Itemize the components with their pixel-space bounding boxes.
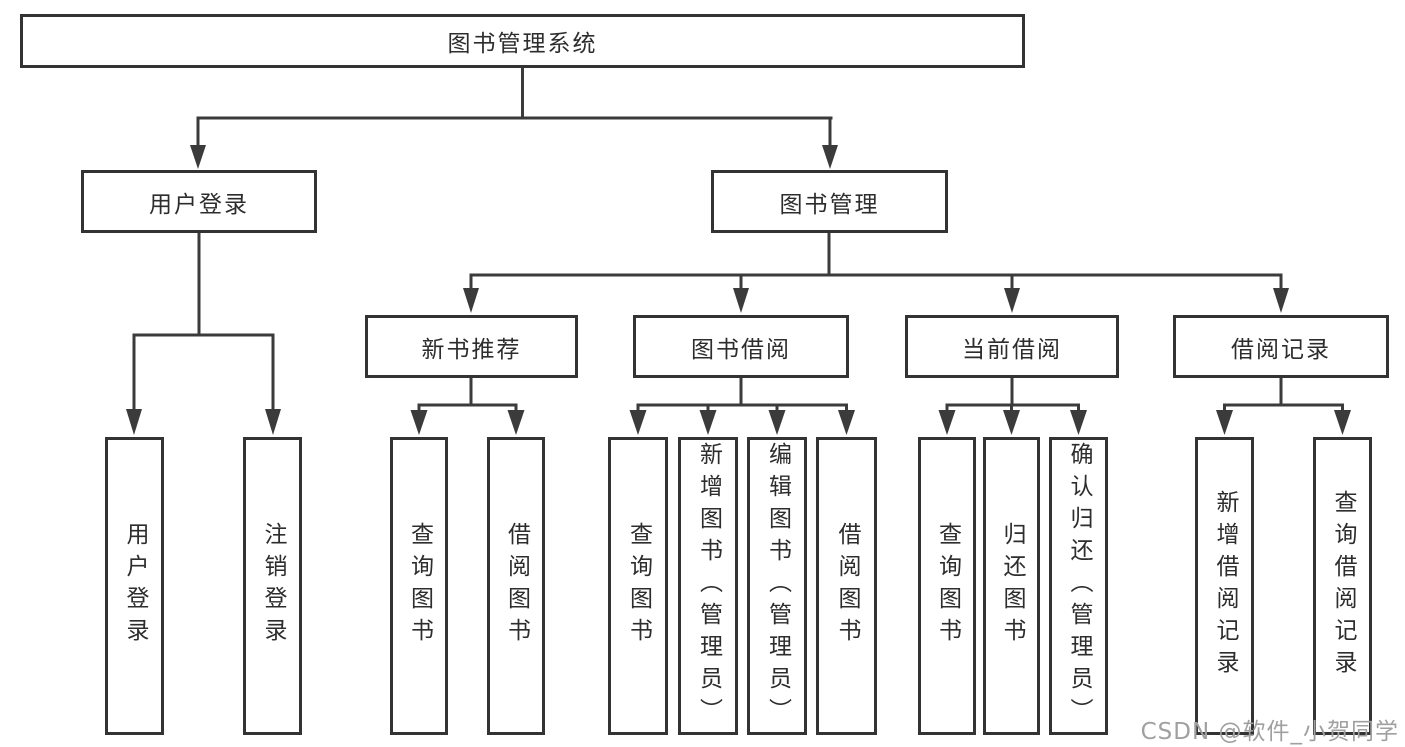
leaf-edit-book-admin: 编辑图书（管理员） [747, 437, 807, 735]
leaf-add-book-admin: 新增图书（管理员） [678, 437, 738, 735]
leaf-user-login: 用户登录 [105, 437, 164, 735]
leaf-borrow-book: 借阅图书 [816, 437, 877, 735]
node-user-login-branch: 用户登录 [81, 170, 317, 233]
leaf-current-query-books: 查询图书 [918, 437, 976, 735]
leaf-confirm-return-admin: 确认归还（管理员） [1049, 437, 1108, 735]
node-current-borrow: 当前借阅 [905, 315, 1119, 378]
node-book-borrow: 图书借阅 [633, 315, 849, 378]
node-borrow-records: 借阅记录 [1173, 315, 1389, 378]
leaf-query-borrow-record: 查询借阅记录 [1313, 437, 1372, 735]
node-new-book-recommend: 新书推荐 [365, 315, 578, 378]
leaf-add-borrow-record: 新增借阅记录 [1195, 437, 1254, 735]
leaf-recommend-query-books: 查询图书 [390, 437, 448, 735]
node-book-management-branch: 图书管理 [711, 170, 948, 233]
node-root-system: 图书管理系统 [20, 14, 1025, 68]
leaf-return-book: 归还图书 [983, 437, 1040, 735]
leaf-recommend-borrow-books: 借阅图书 [487, 437, 545, 735]
leaf-borrow-query-books: 查询图书 [608, 437, 668, 735]
csdn-watermark: CSDN @软件_小贺同学 [1140, 719, 1399, 745]
leaf-logout: 注销登录 [243, 437, 302, 735]
